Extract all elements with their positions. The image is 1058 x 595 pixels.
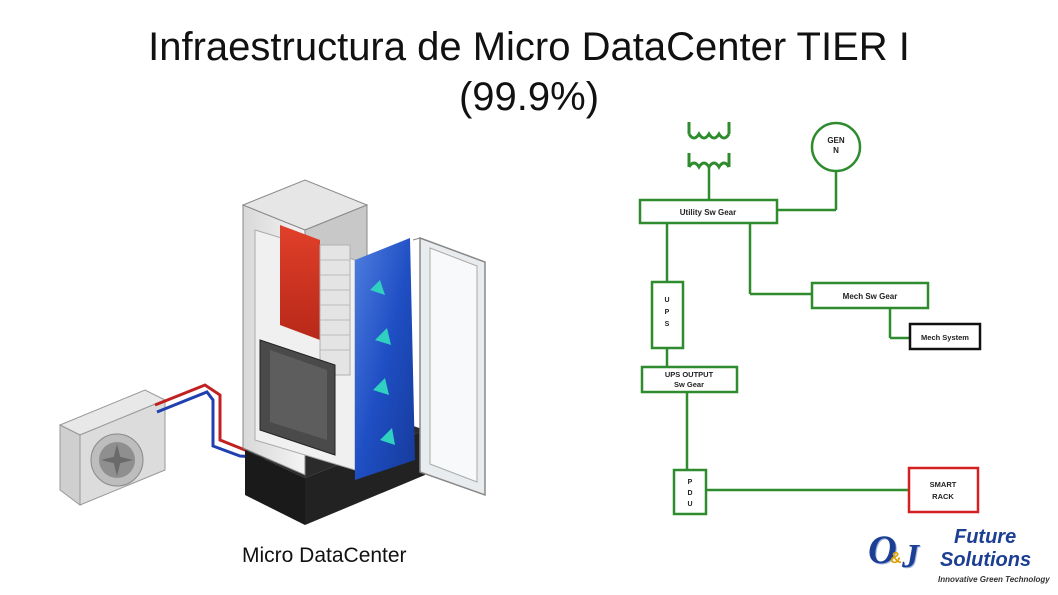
ups-output-label-line1: UPS OUTPUT bbox=[665, 370, 714, 379]
mech-sw-gear-label: Mech Sw Gear bbox=[843, 292, 898, 301]
logo-word-future: Future bbox=[954, 526, 1017, 548]
ups-letter-s: S bbox=[665, 321, 670, 328]
pdu-letter-d: D bbox=[687, 490, 692, 497]
transformer-icon bbox=[687, 122, 731, 170]
logo-mark-j: J bbox=[902, 538, 919, 575]
logo-mark-amp: & bbox=[890, 550, 902, 567]
oj-future-solutions-logo: O J & Future Solutions Innovative Green … bbox=[868, 526, 1053, 590]
power-distribution-diagram: GEN N Utility Sw Gear Mech Sw Gear Mech … bbox=[638, 121, 982, 516]
slide-title-line1: Infraestructura de Micro DataCenter TIER… bbox=[148, 25, 910, 69]
logo-word-solutions: Solutions bbox=[940, 549, 1032, 571]
generator-node: GEN N bbox=[810, 121, 862, 173]
cold-air-flow bbox=[355, 238, 415, 480]
micro-datacenter-illustration bbox=[58, 179, 486, 525]
utility-sw-gear-label: Utility Sw Gear bbox=[680, 208, 736, 217]
ups-letter-p: P bbox=[665, 309, 670, 316]
logo-tagline: Innovative Green Technology bbox=[938, 575, 1050, 584]
slide-title: Infraestructura de Micro DataCenter TIER… bbox=[0, 22, 1058, 122]
smart-rack-label-line2: RACK bbox=[932, 492, 954, 501]
ups-letter-u: U bbox=[664, 297, 669, 304]
pdu-letter-u: U bbox=[687, 501, 692, 508]
smart-rack-label-line1: SMART bbox=[930, 480, 957, 489]
ups-output-sw-gear-node: UPS OUTPUT Sw Gear bbox=[640, 365, 739, 394]
utility-sw-gear-node: Utility Sw Gear bbox=[638, 198, 779, 225]
generator-label-line2: N bbox=[833, 146, 839, 155]
mech-system-label: Mech System bbox=[921, 333, 969, 342]
pdu-node: P D U bbox=[672, 468, 708, 516]
logo-mark-o: O bbox=[868, 527, 897, 572]
server-blades bbox=[319, 244, 351, 376]
smart-rack-node: SMART RACK bbox=[907, 466, 980, 514]
mech-system-node: Mech System bbox=[908, 322, 982, 351]
slide-title-line2: (99.9%) bbox=[458, 75, 600, 119]
rack-cabinet bbox=[241, 179, 486, 497]
illustration-caption: Micro DataCenter bbox=[242, 544, 407, 567]
mech-sw-gear-node: Mech Sw Gear bbox=[810, 281, 930, 310]
ups-node: U P S bbox=[650, 280, 685, 350]
generator-label-line1: GEN bbox=[827, 136, 845, 145]
condenser-unit bbox=[58, 389, 167, 506]
connection-lines bbox=[665, 167, 910, 492]
ups-output-label-line2: Sw Gear bbox=[674, 380, 704, 389]
pdu-letter-p: P bbox=[688, 479, 693, 486]
